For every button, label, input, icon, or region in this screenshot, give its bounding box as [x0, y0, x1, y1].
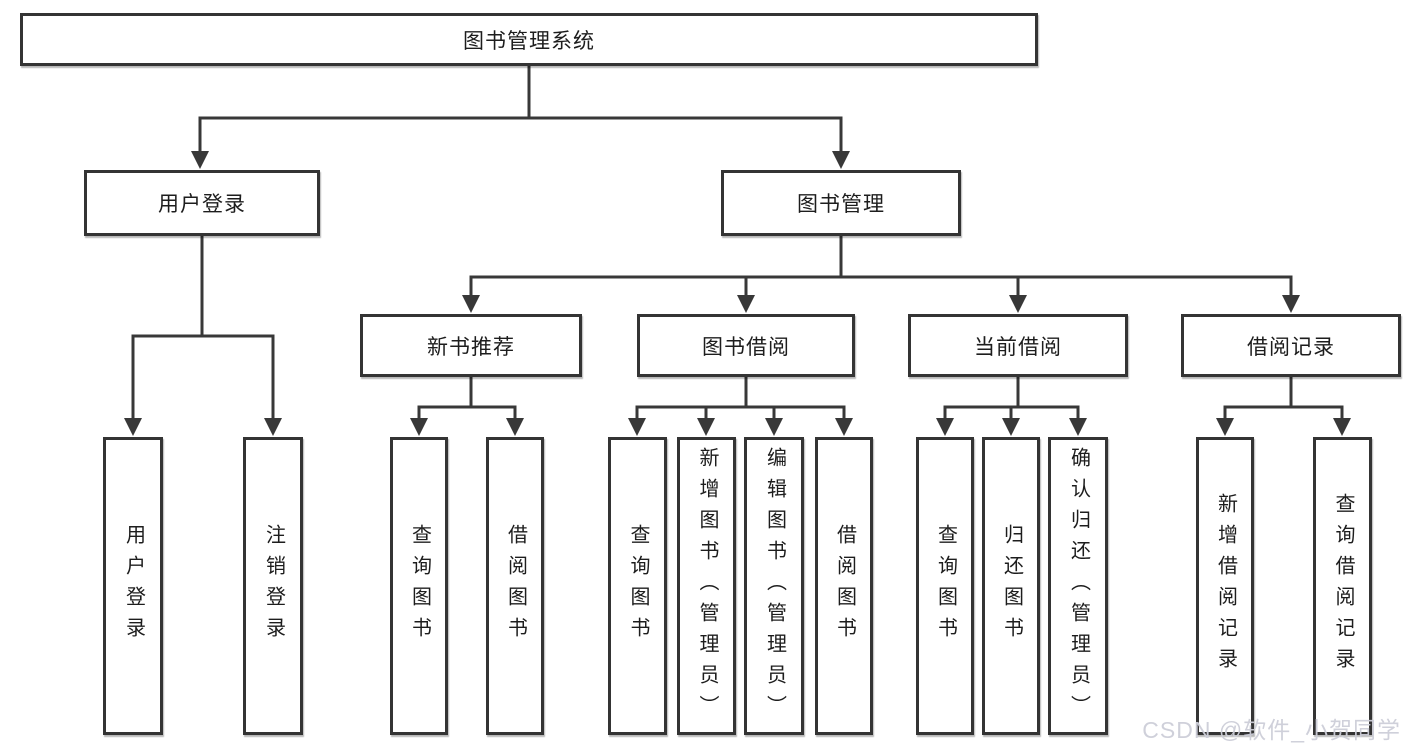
connector-user-login — [124, 234, 282, 436]
arrowhead — [1009, 295, 1027, 313]
leaf-label: 查询图书 — [408, 524, 431, 648]
connector-new-book-recommend — [410, 375, 524, 436]
connector-book-borrowing — [628, 375, 853, 436]
leaf-newbook-query-books: 查询图书 — [390, 437, 448, 735]
arrowhead — [124, 418, 142, 436]
leaf-borrowing-add-books-admin: 新增图书（管理员） — [677, 437, 736, 735]
leaf-records-query-record: 查询借阅记录 — [1313, 437, 1372, 735]
leaf-current-confirm-return-admin: 确认归还（管理员） — [1048, 437, 1108, 735]
arrowhead — [1069, 418, 1087, 436]
leaf-borrowing-query-books: 查询图书 — [608, 437, 667, 735]
leaf-user-login: 用户登录 — [103, 437, 163, 735]
arrowhead — [832, 151, 850, 169]
leaf-label: 借阅图书 — [504, 524, 527, 648]
connector-borrowing-records — [1216, 375, 1351, 436]
node-current-borrowing: 当前借阅 — [908, 314, 1128, 377]
node-label: 用户登录 — [158, 193, 246, 216]
connector-current-borrowing — [936, 375, 1087, 436]
arrowhead — [410, 418, 428, 436]
leaf-label: 用户登录 — [122, 524, 145, 648]
node-library-management-system: 图书管理系统 — [20, 13, 1038, 66]
leaf-label: 确认归还（管理员） — [1067, 446, 1090, 726]
arrowhead — [765, 418, 783, 436]
leaf-label: 新增图书（管理员） — [696, 446, 718, 726]
leaf-label: 新增借阅记录 — [1214, 493, 1237, 679]
leaf-logout: 注销登录 — [243, 437, 303, 735]
arrowhead — [936, 418, 954, 436]
node-label: 图书管理系统 — [463, 29, 595, 53]
node-label: 新书推荐 — [427, 335, 515, 359]
node-label: 图书借阅 — [702, 335, 790, 359]
arrowhead — [1282, 295, 1300, 313]
leaf-label: 查询图书 — [934, 524, 957, 648]
leaf-label: 借阅图书 — [833, 524, 856, 648]
arrowhead — [1333, 418, 1351, 436]
leaf-newbook-borrow-books: 借阅图书 — [486, 437, 544, 735]
node-label: 借阅记录 — [1247, 335, 1335, 359]
node-borrowing-records: 借阅记录 — [1181, 314, 1401, 377]
arrowhead — [264, 418, 282, 436]
node-label: 当前借阅 — [974, 335, 1062, 359]
leaf-borrowing-borrow-books: 借阅图书 — [815, 437, 873, 735]
node-new-book-recommend: 新书推荐 — [360, 314, 582, 377]
leaf-current-query-books: 查询图书 — [916, 437, 974, 735]
leaf-label: 查询图书 — [627, 524, 649, 648]
arrowhead — [835, 418, 853, 436]
leaf-records-add-record: 新增借阅记录 — [1196, 437, 1254, 735]
leaf-label: 查询借阅记录 — [1332, 493, 1354, 679]
arrowhead — [1216, 418, 1234, 436]
node-label: 图书管理 — [797, 193, 885, 216]
arrowhead — [462, 295, 480, 313]
leaf-label: 编辑图书（管理员） — [763, 446, 786, 726]
node-user-login: 用户登录 — [84, 170, 320, 236]
connector-book-management — [462, 234, 1300, 313]
arrowhead — [737, 295, 755, 313]
leaf-label: 归还图书 — [1000, 524, 1023, 648]
node-book-management: 图书管理 — [721, 170, 961, 236]
arrowhead — [191, 151, 209, 169]
node-book-borrowing: 图书借阅 — [637, 314, 855, 377]
csdn-watermark: CSDN @软件_小贺同学 — [1142, 717, 1401, 743]
arrowhead — [697, 418, 715, 436]
leaf-label: 注销登录 — [262, 524, 285, 648]
connector-root-to-level2 — [191, 64, 850, 169]
leaf-borrowing-edit-books-admin: 编辑图书（管理员） — [744, 437, 804, 735]
arrowhead — [628, 418, 646, 436]
arrowhead — [1002, 418, 1020, 436]
arrowhead — [506, 418, 524, 436]
leaf-current-return-books: 归还图书 — [982, 437, 1040, 735]
